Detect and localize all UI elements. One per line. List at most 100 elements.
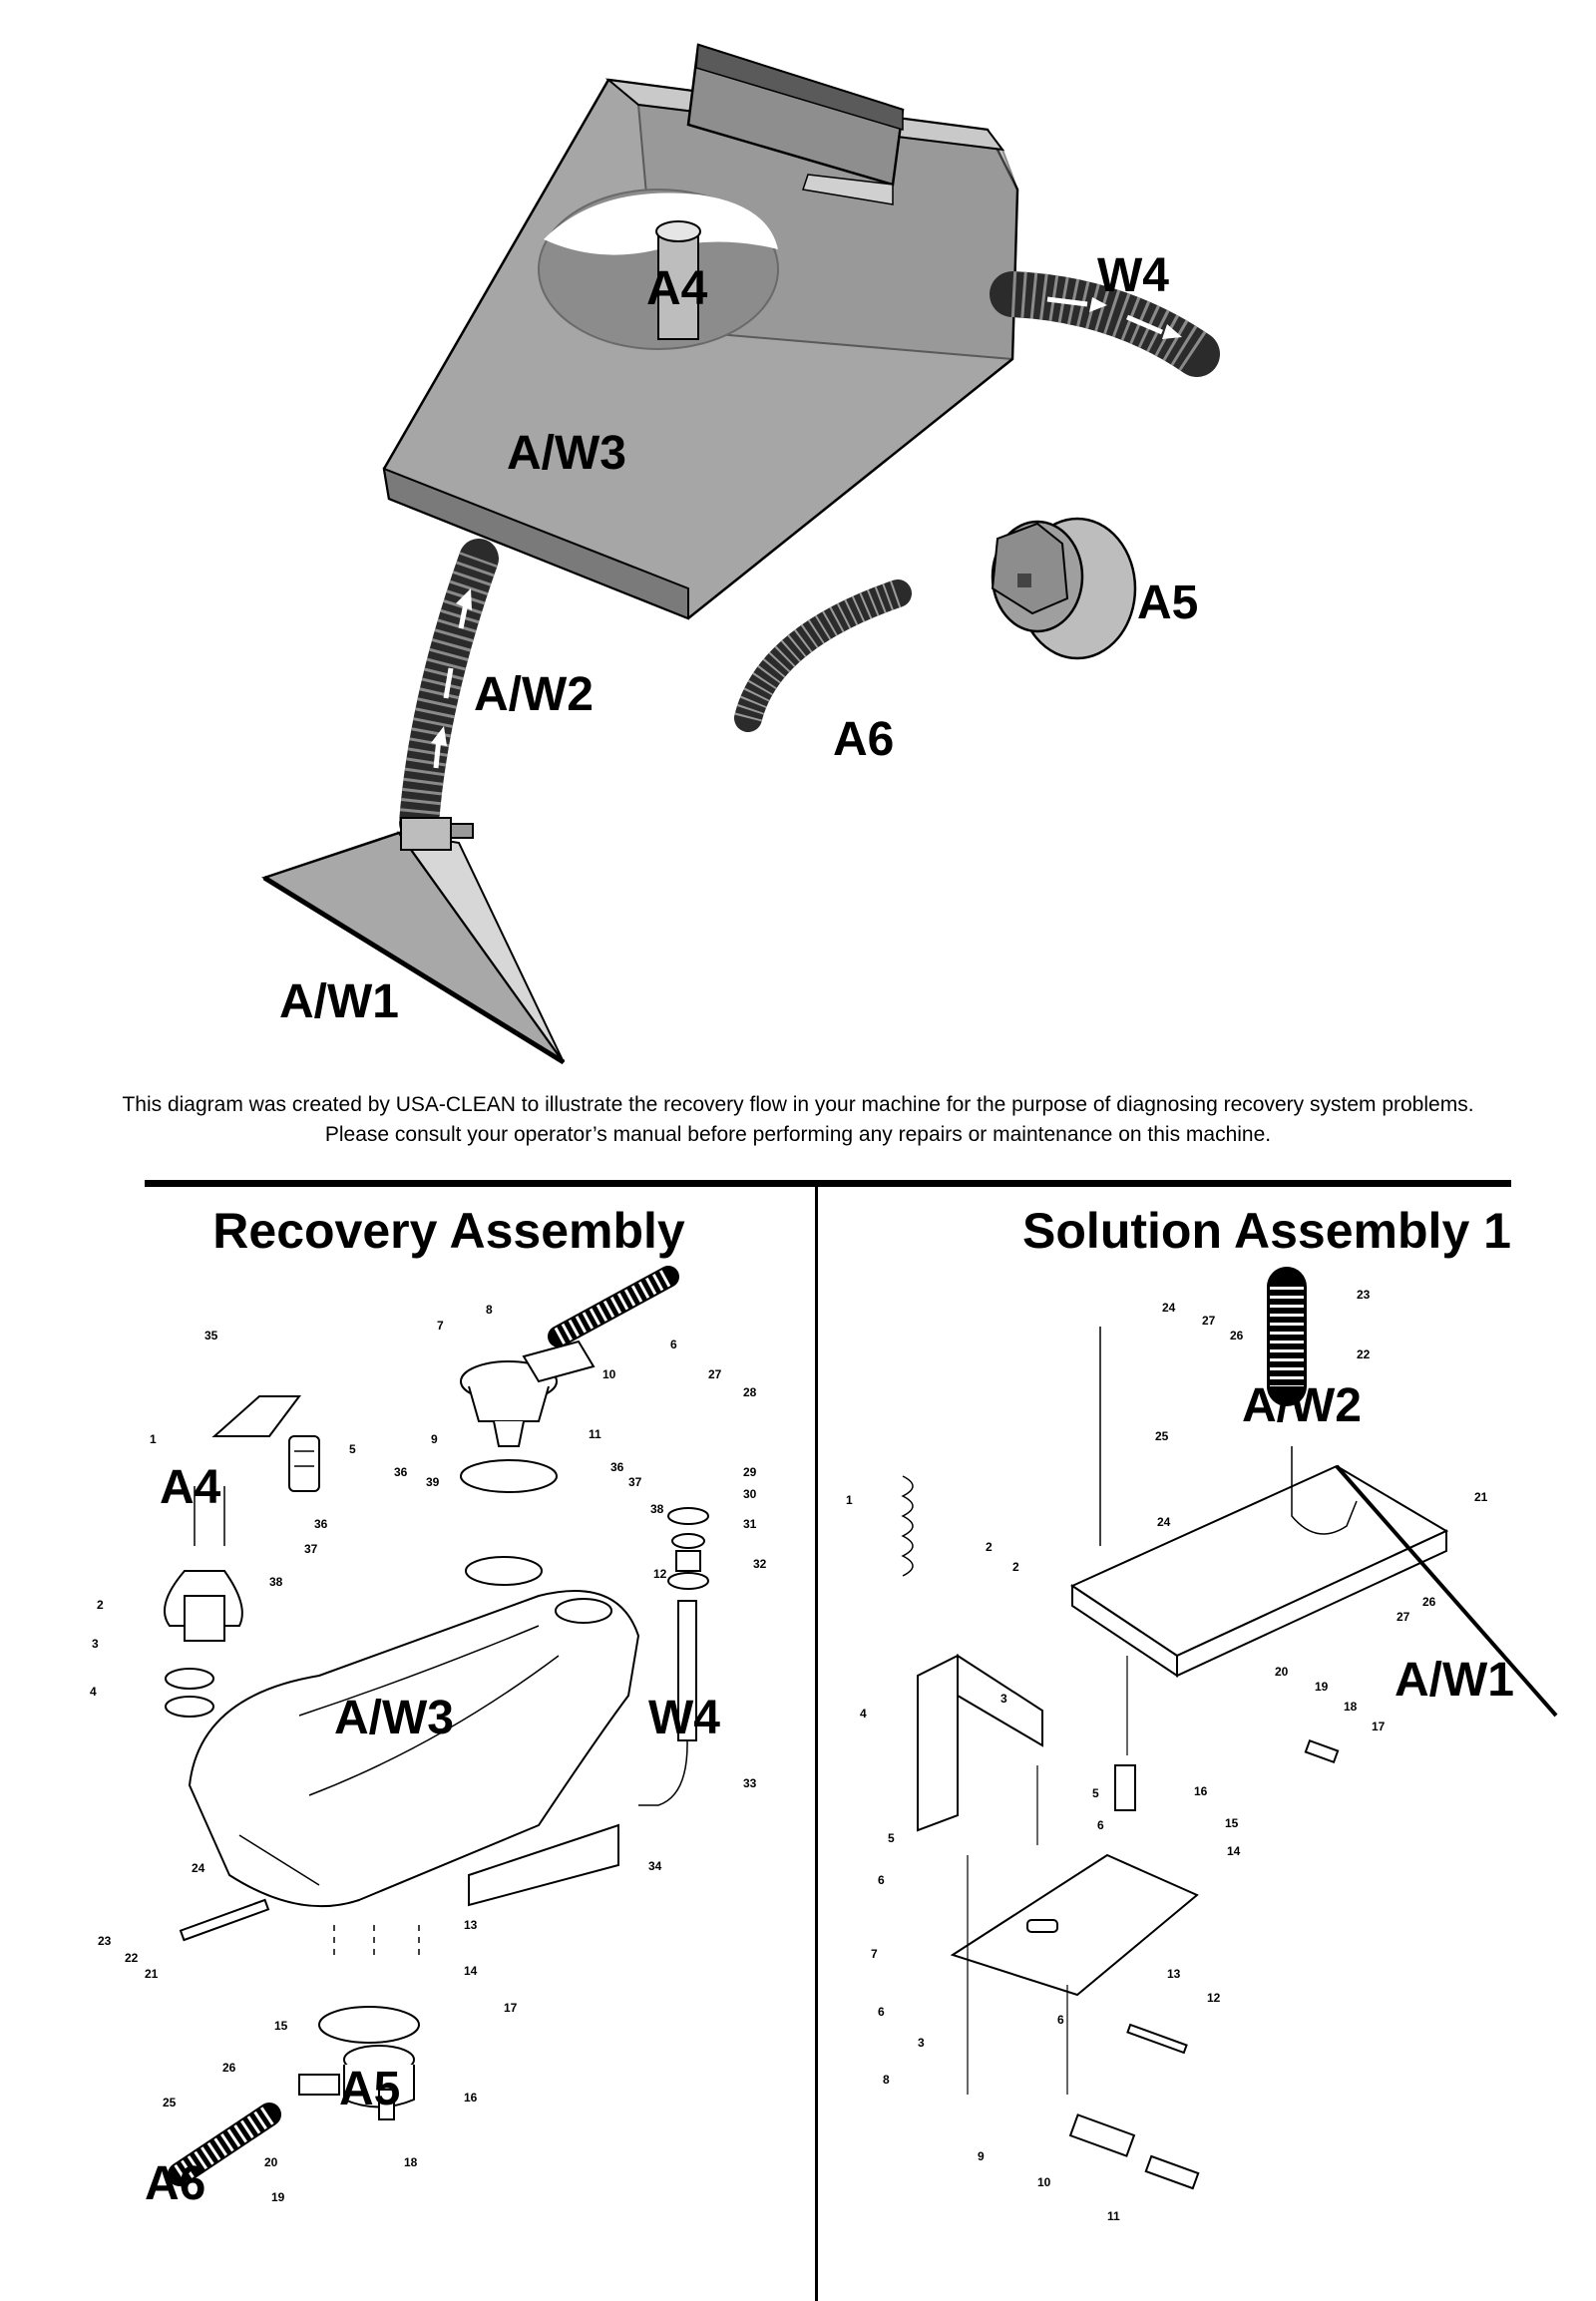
- recovery-part-33: 33: [743, 1776, 757, 1790]
- plate-7: [950, 1853, 1199, 1997]
- solution-part-21: 21: [1474, 1490, 1488, 1504]
- recovery-callout-w4: W4: [648, 1692, 720, 1744]
- vacuum-motor: [991, 517, 1137, 660]
- solution-part-13: 13: [1167, 1967, 1181, 1981]
- recovery-part-34: 34: [648, 1859, 662, 1873]
- solution-part-7: 7: [871, 1947, 878, 1961]
- solution-part-9: 9: [978, 2149, 985, 2163]
- recovery-assembly-title: Recovery Assembly: [212, 1203, 685, 1259]
- solution-part-10: 10: [1037, 2175, 1051, 2189]
- solution-part-19: 19: [1315, 1680, 1329, 1694]
- solution-part-6d: 6: [1057, 2013, 1064, 2027]
- solution-part-24a: 24: [1162, 1301, 1176, 1315]
- solution-part-6c: 6: [878, 2005, 885, 2019]
- frame-assembly: [1069, 1464, 1558, 1718]
- recovery-part-18: 18: [404, 2155, 418, 2169]
- spring-16: [1114, 1764, 1136, 1811]
- recovery-callout-a4: A4: [160, 1461, 221, 1514]
- recovery-part-1: 1: [150, 1432, 157, 1446]
- recovery-part-24: 24: [192, 1861, 205, 1875]
- solution-part-22: 22: [1357, 1347, 1371, 1361]
- recovery-callout-a6: A6: [145, 2157, 205, 2210]
- recovery-part-26: 26: [222, 2061, 236, 2075]
- solution-part-20: 20: [1275, 1665, 1289, 1679]
- bracket-4: [917, 1654, 1043, 1832]
- recovery-flow-illustration: A4 W4 A/W3 A5 A/W2 A6 A/W1: [261, 43, 1220, 1065]
- solution-part-6a: 6: [1097, 1818, 1104, 1832]
- solution-part-17: 17: [1372, 1720, 1386, 1733]
- recovery-callout-a5: A5: [339, 2063, 400, 2115]
- floor-tool: [261, 817, 566, 1065]
- recovery-part-32: 32: [753, 1557, 767, 1571]
- solution-part-5a: 5: [1092, 1786, 1099, 1800]
- bolt-17: [1304, 1738, 1340, 1764]
- recovery-part-15: 15: [274, 2019, 288, 2033]
- caption-line-1: This diagram was created by USA-CLEAN to…: [122, 1093, 1474, 1116]
- solution-part-18: 18: [1344, 1700, 1358, 1714]
- recovery-part-21: 21: [145, 1967, 159, 1981]
- spring-1: [901, 1475, 914, 1577]
- filter-basket: [288, 1435, 320, 1492]
- solution-callout-aw2: A/W2: [1242, 1379, 1362, 1432]
- wand-hose: [399, 539, 499, 843]
- solution-part-15: 15: [1225, 1816, 1239, 1830]
- recovery-part-20: 20: [264, 2155, 278, 2169]
- lid-inlet-hose: [548, 1266, 679, 1347]
- solution-part-2b: 2: [1012, 1560, 1019, 1574]
- recovery-part-10: 10: [602, 1367, 616, 1381]
- solution-part-5b: 5: [888, 1831, 895, 1845]
- recovery-part-4: 4: [90, 1685, 97, 1699]
- solution-part-14: 14: [1227, 1844, 1241, 1858]
- recovery-part-37a: 37: [628, 1475, 642, 1489]
- label-aw2: A/W2: [474, 668, 594, 721]
- solution-part-16: 16: [1194, 1784, 1208, 1798]
- recovery-part-36c: 36: [314, 1517, 328, 1531]
- solution-part-3b: 3: [918, 2036, 925, 2050]
- solution-part-6b: 6: [878, 1873, 885, 1887]
- solution-part-27a: 27: [1202, 1314, 1216, 1328]
- divider-vertical: [815, 1187, 818, 2301]
- label-a4: A4: [646, 262, 708, 315]
- recovery-part-38b: 38: [269, 1575, 283, 1589]
- recovery-part-5: 5: [349, 1442, 356, 1456]
- gasket-ring: [460, 1459, 558, 1493]
- hinge-bar: [179, 1898, 270, 1942]
- recovery-part-numbers: 1 2 3 4 5 6 7 8 9 10 11 12 13 14 15 16 1…: [90, 1303, 767, 2204]
- recovery-part-14: 14: [464, 1964, 478, 1978]
- solution-part-26a: 26: [1230, 1329, 1244, 1342]
- exhaust-hose: [990, 271, 1220, 377]
- solution-part-25: 25: [1155, 1429, 1169, 1443]
- recovery-part-9: 9: [431, 1432, 438, 1446]
- recovery-part-8: 8: [486, 1303, 493, 1317]
- solution-part-27b: 27: [1396, 1610, 1410, 1624]
- spring-10: [1068, 2113, 1136, 2157]
- divider-horizontal: [145, 1180, 1511, 1187]
- solution-part-11: 11: [1107, 2209, 1120, 2223]
- recovery-part-19: 19: [271, 2190, 285, 2204]
- tank-inlet-pipe: [657, 228, 699, 340]
- label-aw3: A/W3: [507, 427, 626, 480]
- solution-guide-lines: [967, 1656, 1128, 2095]
- solution-part-3a: 3: [1000, 1692, 1007, 1706]
- solution-part-26b: 26: [1422, 1595, 1436, 1609]
- bolt-12: [1126, 2023, 1188, 2055]
- recovery-part-22: 22: [125, 1951, 139, 1965]
- recovery-part-36a: 36: [394, 1465, 408, 1479]
- vacuum-motor-exploded: [298, 2006, 420, 2120]
- recovery-part-7: 7: [437, 1319, 444, 1333]
- recovery-part-38a: 38: [650, 1502, 664, 1516]
- vacuum-motor-hose: [734, 579, 912, 732]
- recovery-part-13: 13: [464, 1918, 478, 1932]
- a6-flex-hose: [168, 2103, 281, 2186]
- recovery-part-16: 16: [464, 2091, 478, 2105]
- solution-part-1: 1: [846, 1493, 853, 1507]
- label-a5: A5: [1137, 576, 1198, 629]
- recovery-callout-aw3: A/W3: [334, 1692, 454, 1744]
- recovery-tank-lid: [188, 1556, 640, 1908]
- recovery-part-39: 39: [426, 1475, 440, 1489]
- solution-part-8: 8: [883, 2073, 890, 2087]
- label-a6: A6: [833, 713, 894, 766]
- recovery-part-11: 11: [589, 1427, 601, 1441]
- solution-part-4: 4: [860, 1707, 867, 1721]
- recovery-part-36b: 36: [610, 1460, 624, 1474]
